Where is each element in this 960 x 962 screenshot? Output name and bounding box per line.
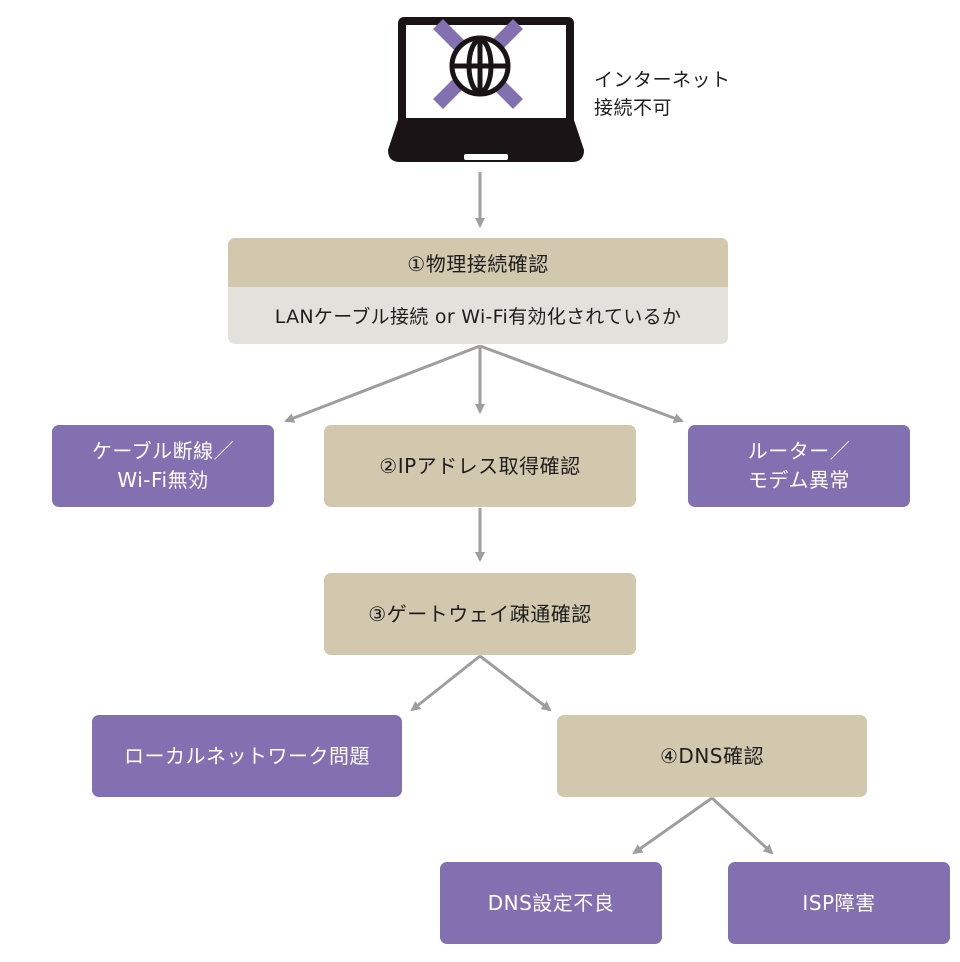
step1-title: ①物理接続確認: [228, 238, 728, 287]
result-local-network: ローカルネットワーク問題: [92, 715, 402, 797]
status-line-2: 接続不可: [594, 97, 673, 119]
result-cable-line-2: Wi-Fi無効: [117, 468, 209, 492]
arrow-step1-to-cable: [284, 344, 481, 423]
arrow-step4-to-isp: [710, 796, 774, 855]
result-cable-wifi: ケーブル断線／ Wi-Fi無効: [52, 425, 274, 507]
status-label: インターネット 接続不可: [594, 66, 731, 122]
laptop-icon: [388, 17, 584, 162]
step4-dns-check: ④DNS確認: [557, 715, 867, 797]
status-line-1: インターネット: [594, 69, 731, 91]
step3-gateway-check: ③ゲートウェイ疎通確認: [324, 573, 636, 655]
result-cable-line-1: ケーブル断線／: [91, 439, 235, 463]
arrow-step3-to-step4: [479, 654, 552, 712]
globe-icon: [449, 35, 511, 97]
result-router-line-2: モデム異常: [747, 468, 851, 492]
step2-ip-address-check: ②IPアドレス取得確認: [324, 425, 636, 507]
arrow-step4-to-dns: [632, 796, 713, 855]
step1-detail: LANケーブル接続 or Wi-Fi有効化されているか: [228, 287, 728, 344]
result-router-modem: ルーター／ モデム異常: [688, 425, 910, 507]
arrow-step1-to-router: [479, 344, 684, 423]
result-router-line-1: ルーター／: [747, 439, 851, 463]
arrow-step3-to-local: [410, 654, 481, 712]
result-isp: ISP障害: [728, 862, 950, 944]
step1-physical-connection-check: ①物理接続確認 LANケーブル接続 or Wi-Fi有効化されているか: [228, 238, 728, 344]
result-dns-config: DNS設定不良: [440, 862, 662, 944]
